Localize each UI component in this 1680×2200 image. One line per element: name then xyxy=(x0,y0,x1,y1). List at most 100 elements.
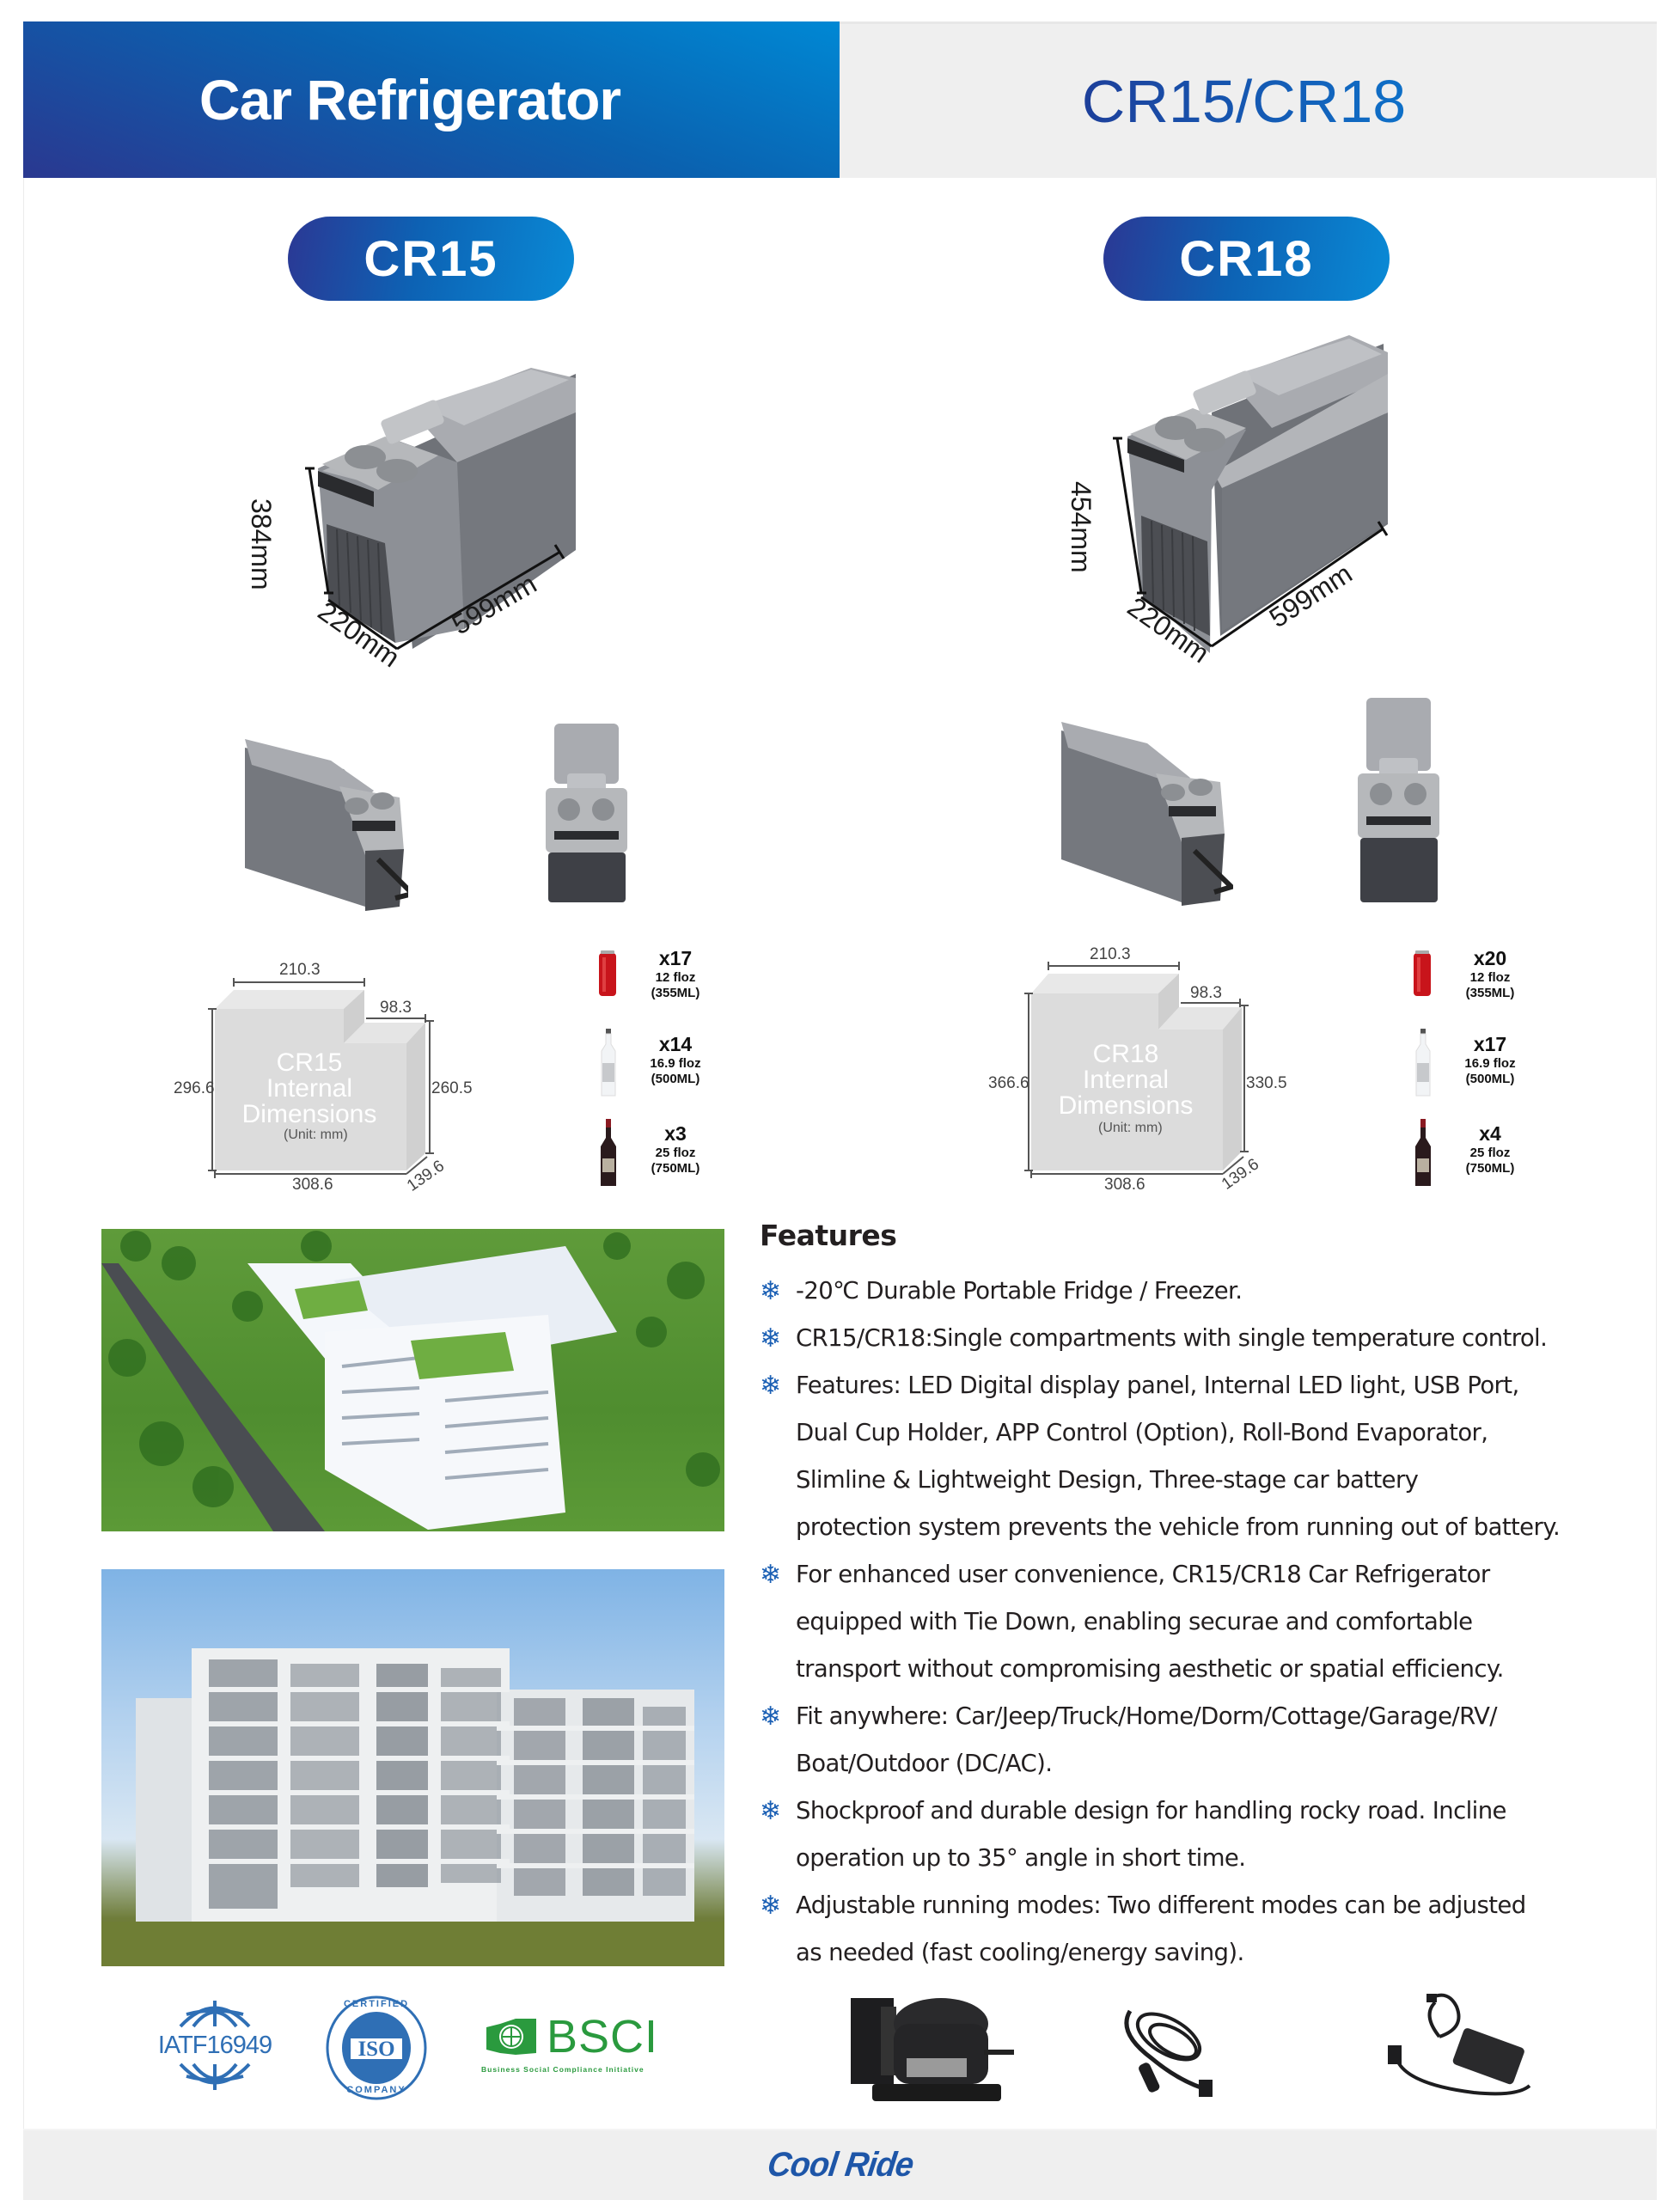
cr15-internal-model: CR15 xyxy=(276,1048,343,1077)
cr18-internal-line1: Internal xyxy=(1082,1066,1170,1094)
capacity-volume: 12 floz(355ML) xyxy=(651,970,700,1000)
iatf-certification-logo: IATF16949 xyxy=(150,1994,279,2097)
factory-street-illustration-icon xyxy=(101,1648,724,1966)
cr15-side-view-image xyxy=(245,739,408,911)
bsci-label: BSCI xyxy=(547,2011,659,2062)
feature-item: ❄ -20℃ Durable Portable Fridge / Freezer. xyxy=(760,1268,1619,1315)
feature-line: CR15/CR18:Single compartments with singl… xyxy=(796,1324,1548,1352)
fridge-illustration-icon xyxy=(305,368,576,651)
model-range-title: CR15/CR18 xyxy=(1081,67,1407,135)
factory-street-photo xyxy=(101,1569,724,1966)
cr15-front-view-image xyxy=(546,724,627,902)
cr15-badge: CR15 xyxy=(288,217,574,301)
bsci-certification-logo: BSCI Business Social Compliance Initiati… xyxy=(481,2011,679,2084)
capacity-volume: 16.9 floz(500ML) xyxy=(1464,1056,1516,1086)
cr15-capacity-can: x17 12 floz(355ML) xyxy=(595,947,732,1016)
cr15-internal-dimensions: 210.3 98.3 296.6 260.5 308.6 139.6 CR15 … xyxy=(163,937,713,1195)
ac-adapter-icon xyxy=(1388,1993,1531,2096)
feature-item: ❄ CR15/CR18:Single compartments with sing… xyxy=(760,1315,1619,1362)
cr18-internal-model: CR18 xyxy=(1092,1040,1159,1068)
snowflake-bullet-icon: ❄ xyxy=(760,1891,781,1921)
cr15-bottom-length: 308.6 xyxy=(292,1176,333,1194)
iatf-label: IATF16949 xyxy=(157,2032,272,2059)
snowflake-bullet-icon: ❄ xyxy=(760,1796,781,1826)
capacity-count: x17 xyxy=(658,947,693,969)
bsci-subtitle: Business Social Compliance Initiative xyxy=(481,2065,645,2074)
feature-line: Slimline & Lightweight Design, Three-sta… xyxy=(796,1466,1419,1494)
capacity-count: x14 xyxy=(658,1033,693,1055)
fridge-illustration-icon xyxy=(1113,335,1389,653)
snowflake-bullet-icon: ❄ xyxy=(760,1371,781,1401)
factory-aerial-photo xyxy=(101,1229,724,1531)
cr18-capacity-can: x20 12 floz(355ML) xyxy=(1409,947,1547,1016)
cr15-top-length: 210.3 xyxy=(279,961,321,979)
cr15-internal-line1: Internal xyxy=(266,1074,353,1103)
cr15-capacity-wine: x3 25 floz(750ML) xyxy=(595,1119,732,1191)
cr15-step-length: 98.3 xyxy=(380,999,412,1017)
features-section: Features ❄ -20℃ Durable Portable Fridge /… xyxy=(760,1219,1619,1977)
cr15-left-height: 296.6 xyxy=(174,1079,215,1097)
cr15-capacity-water: x14 16.9 floz(500ML) xyxy=(595,1029,732,1102)
capacity-count: x20 xyxy=(1473,947,1507,969)
iso-company-label: COMPANY xyxy=(346,2085,406,2095)
cr18-product-image: 454mm 220mm 599mm xyxy=(1066,327,1426,688)
cr15-badge-label: CR15 xyxy=(363,230,498,287)
cr18-left-height: 366.6 xyxy=(988,1074,1029,1092)
snowflake-bullet-icon: ❄ xyxy=(760,1702,781,1732)
compressor-icon xyxy=(851,1998,1014,2101)
cr18-right-height: 330.5 xyxy=(1246,1074,1287,1092)
soda-can-icon xyxy=(1414,950,1431,996)
soda-can-icon xyxy=(599,950,616,996)
cr15-product-image: 384mm 220mm 599mm xyxy=(246,327,619,688)
cr18-badge-label: CR18 xyxy=(1179,230,1314,287)
feature-line: Shockproof and durable design for handli… xyxy=(796,1797,1506,1824)
capacity-volume: 25 floz(750ML) xyxy=(651,1146,700,1176)
iso-certification-logo: ISO CERTIFIED COMPANY xyxy=(325,1995,428,2100)
cr18-top-length: 210.3 xyxy=(1090,945,1131,963)
feature-line: operation up to 35° angle in short time. xyxy=(796,1844,1246,1872)
capacity-volume: 25 floz(750ML) xyxy=(1465,1146,1515,1176)
features-heading: Features xyxy=(760,1219,897,1252)
brand-logo: Cool Ride xyxy=(765,2146,915,2184)
cr15-unit-label: (Unit: mm) xyxy=(284,1128,348,1142)
feature-item: ❄ Features: LED Digital display panel, In… xyxy=(760,1362,1619,1551)
header-model-panel: CR15/CR18 xyxy=(840,21,1657,178)
feature-item: ❄Fit anywhere: Car/Jeep/Truck/Home/Dorm/… xyxy=(760,1693,1619,1788)
feature-line: Adjustable running modes: Two different … xyxy=(796,1891,1526,1919)
iso-label: ISO xyxy=(357,2038,395,2061)
dc-car-cable-icon xyxy=(1124,2009,1213,2097)
page-frame xyxy=(23,21,1657,2200)
iso-certified-label: CERTIFIED xyxy=(343,1999,410,2009)
header-title-panel: Car Refrigerator xyxy=(23,21,840,178)
capacity-count: x17 xyxy=(1473,1033,1507,1055)
internal-box-diagram-icon xyxy=(1024,962,1249,1178)
cr18-bottom-length: 308.6 xyxy=(1104,1176,1145,1194)
feature-line: equipped with Tie Down, enabling securae… xyxy=(796,1608,1473,1635)
globe-icon xyxy=(179,2001,251,2090)
cr18-internal-dimensions: 210.3 98.3 366.6 330.5 308.6 139.6 CR18 … xyxy=(980,937,1530,1195)
water-bottle-icon xyxy=(1415,1029,1431,1097)
cr18-front-view-image xyxy=(1358,698,1439,902)
internal-box-diagram-icon xyxy=(208,978,434,1178)
page-footer: Cool Ride xyxy=(23,2129,1657,2200)
feature-item: ❄For enhanced user convenience, CR15/CR1… xyxy=(760,1551,1619,1693)
cr18-side-view-image xyxy=(1061,722,1233,906)
cr18-step-length: 98.3 xyxy=(1190,984,1222,1002)
feature-line: transport without compromising aesthetic… xyxy=(796,1655,1504,1683)
cr18-capacity-wine: x4 25 floz(750ML) xyxy=(1409,1119,1547,1191)
snowflake-bullet-icon: ❄ xyxy=(760,1276,781,1306)
cr15-right-height: 260.5 xyxy=(431,1079,473,1097)
capacity-count: x4 xyxy=(1479,1122,1501,1145)
wine-bottle-icon xyxy=(601,1119,616,1186)
feature-line: For enhanced user convenience, CR15/CR18… xyxy=(796,1561,1490,1588)
features-list: ❄ -20℃ Durable Portable Fridge / Freezer.… xyxy=(760,1268,1619,1977)
feature-line: -20℃ Durable Portable Fridge / Freezer. xyxy=(796,1277,1243,1305)
wine-bottle-icon xyxy=(1415,1119,1431,1186)
cr15-internal-line2: Dimensions xyxy=(241,1100,377,1128)
feature-line: Features: LED Digital display panel, Int… xyxy=(796,1372,1519,1399)
hand-globe-icon xyxy=(486,2019,536,2055)
cr18-capacity-water: x17 16.9 floz(500ML) xyxy=(1409,1029,1547,1102)
feature-line: Dual Cup Holder, APP Control (Option), R… xyxy=(796,1419,1488,1446)
snowflake-bullet-icon: ❄ xyxy=(760,1323,781,1354)
cr18-badge: CR18 xyxy=(1103,217,1390,301)
